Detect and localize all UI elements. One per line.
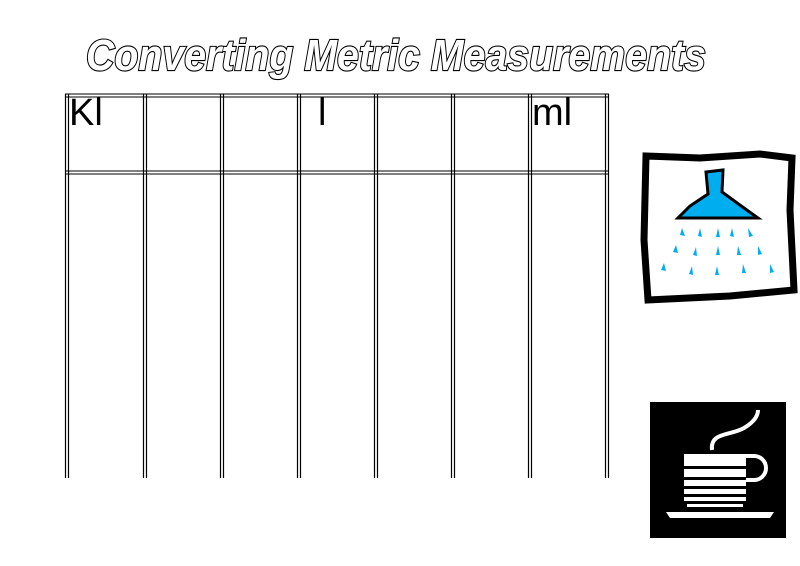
shower-head-icon (640, 150, 798, 304)
page-title: Converting Metric Measurements (85, 30, 707, 81)
header-l: l (318, 92, 327, 134)
svg-text:Converting Metric Measurements: Converting Metric Measurements (86, 31, 706, 80)
header-ml: ml (532, 92, 573, 134)
header-kl: Kl (69, 92, 103, 134)
coffee-cup-icon (650, 402, 786, 538)
